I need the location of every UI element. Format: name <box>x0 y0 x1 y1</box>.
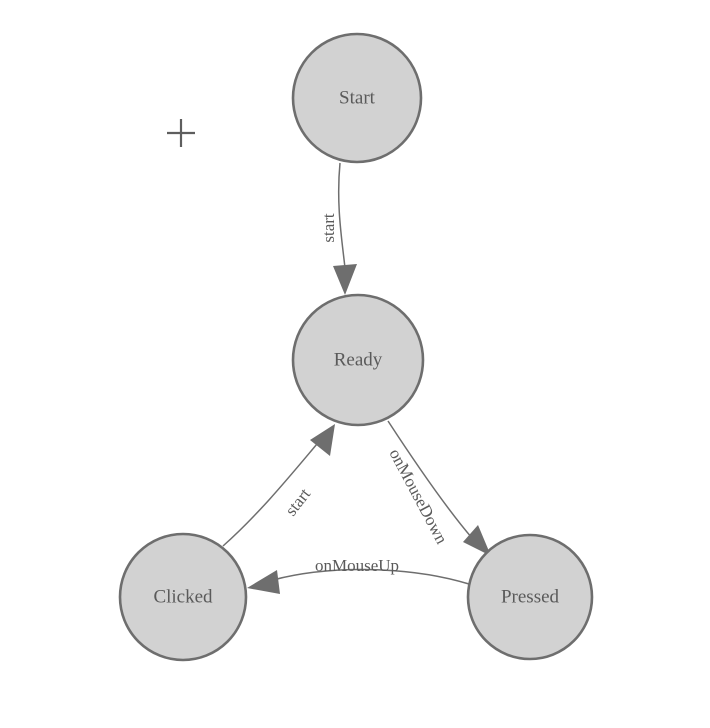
edge-path-ready-to-pressed <box>387 420 473 539</box>
arrowhead-clicked-to-ready <box>310 424 335 456</box>
edge-label-text-start-2: start <box>281 484 314 519</box>
node-label-start: Start <box>339 87 376 108</box>
edge-path-pressed-to-clicked <box>272 568 470 585</box>
edge-label-ready-to-pressed: onMouseDown <box>385 446 451 548</box>
node-ready[interactable]: Ready <box>291 293 425 427</box>
node-circle-clicked[interactable] <box>118 532 248 662</box>
edge-label-start-to-ready: start <box>319 213 338 243</box>
edge-ready-to-pressed[interactable] <box>387 420 491 556</box>
edge-path-clicked-to-ready <box>222 443 318 547</box>
edge-path-start-to-ready <box>337 162 346 269</box>
edge-label-clicked-to-ready: start <box>281 484 314 519</box>
node-circle-ready[interactable] <box>291 293 425 427</box>
edge-clicked-to-ready[interactable] <box>222 424 335 547</box>
edge-label-text-start: start <box>319 213 338 243</box>
node-pressed[interactable]: Pressed <box>466 533 594 661</box>
edge-start-to-ready[interactable] <box>333 162 357 295</box>
node-label-pressed: Pressed <box>501 586 560 607</box>
node-label-ready: Ready <box>334 349 383 370</box>
arrowhead-pressed-to-clicked <box>247 570 280 594</box>
edge-label-text-onmousedown: onMouseDown <box>385 446 451 548</box>
edge-pressed-to-clicked[interactable] <box>247 568 470 594</box>
node-label-clicked: Clicked <box>153 586 213 607</box>
plus-marker-icon[interactable] <box>167 119 195 147</box>
node-circle-pressed[interactable] <box>466 533 594 661</box>
node-clicked[interactable]: Clicked <box>118 532 248 662</box>
arrowhead-start-to-ready <box>333 264 357 295</box>
node-start[interactable]: Start <box>291 32 423 164</box>
edge-label-pressed-to-clicked: onMouseUp <box>315 556 399 575</box>
edge-label-text-onmouseup: onMouseUp <box>315 556 399 575</box>
node-circle-start[interactable] <box>291 32 423 164</box>
arrowhead-ready-to-pressed <box>463 525 491 556</box>
